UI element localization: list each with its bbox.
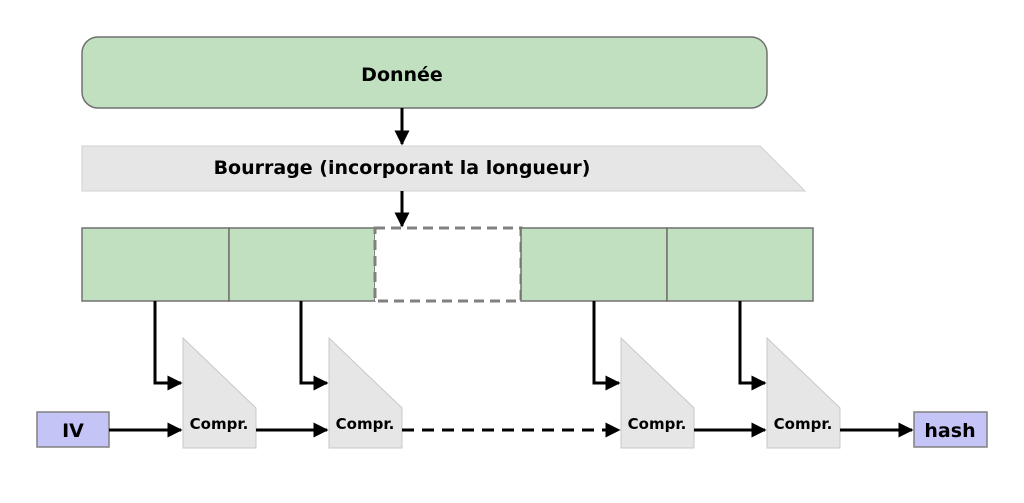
compression-function-1: Compr. [182, 336, 257, 449]
message-blocks [81, 226, 814, 303]
arrow-block1-to-compress1 [153, 301, 183, 391]
compress-label-4: Compr. [774, 415, 833, 433]
iv-box: IV [36, 411, 110, 448]
message-block-3 [520, 227, 668, 302]
compression-function-2: Compr. [328, 336, 403, 449]
message-block-2 [228, 227, 376, 302]
hash-box: hash [913, 411, 988, 448]
compress-label-1: Compr. [190, 415, 249, 433]
message-block-gap [373, 226, 523, 303]
arrow-block2-to-compress2 [299, 301, 329, 391]
arrow-block4-to-compress4 [738, 301, 767, 391]
padding-banner: Bourrage (incorporant la longueur) [81, 145, 807, 192]
data-box: Donnée [81, 36, 768, 109]
compression-function-3: Compr. [620, 336, 695, 449]
data-label: Donnée [361, 64, 443, 86]
iv-label: IV [62, 420, 84, 442]
compress-label-3: Compr. [628, 415, 687, 433]
padding-label: Bourrage (incorporant la longueur) [214, 157, 591, 179]
arrow-block3-to-compress3 [592, 301, 621, 391]
message-block-1 [81, 227, 230, 302]
hash-label: hash [924, 420, 975, 442]
message-block-4 [666, 227, 814, 302]
compression-function-4: Compr. [766, 336, 841, 449]
compress-label-2: Compr. [336, 415, 395, 433]
